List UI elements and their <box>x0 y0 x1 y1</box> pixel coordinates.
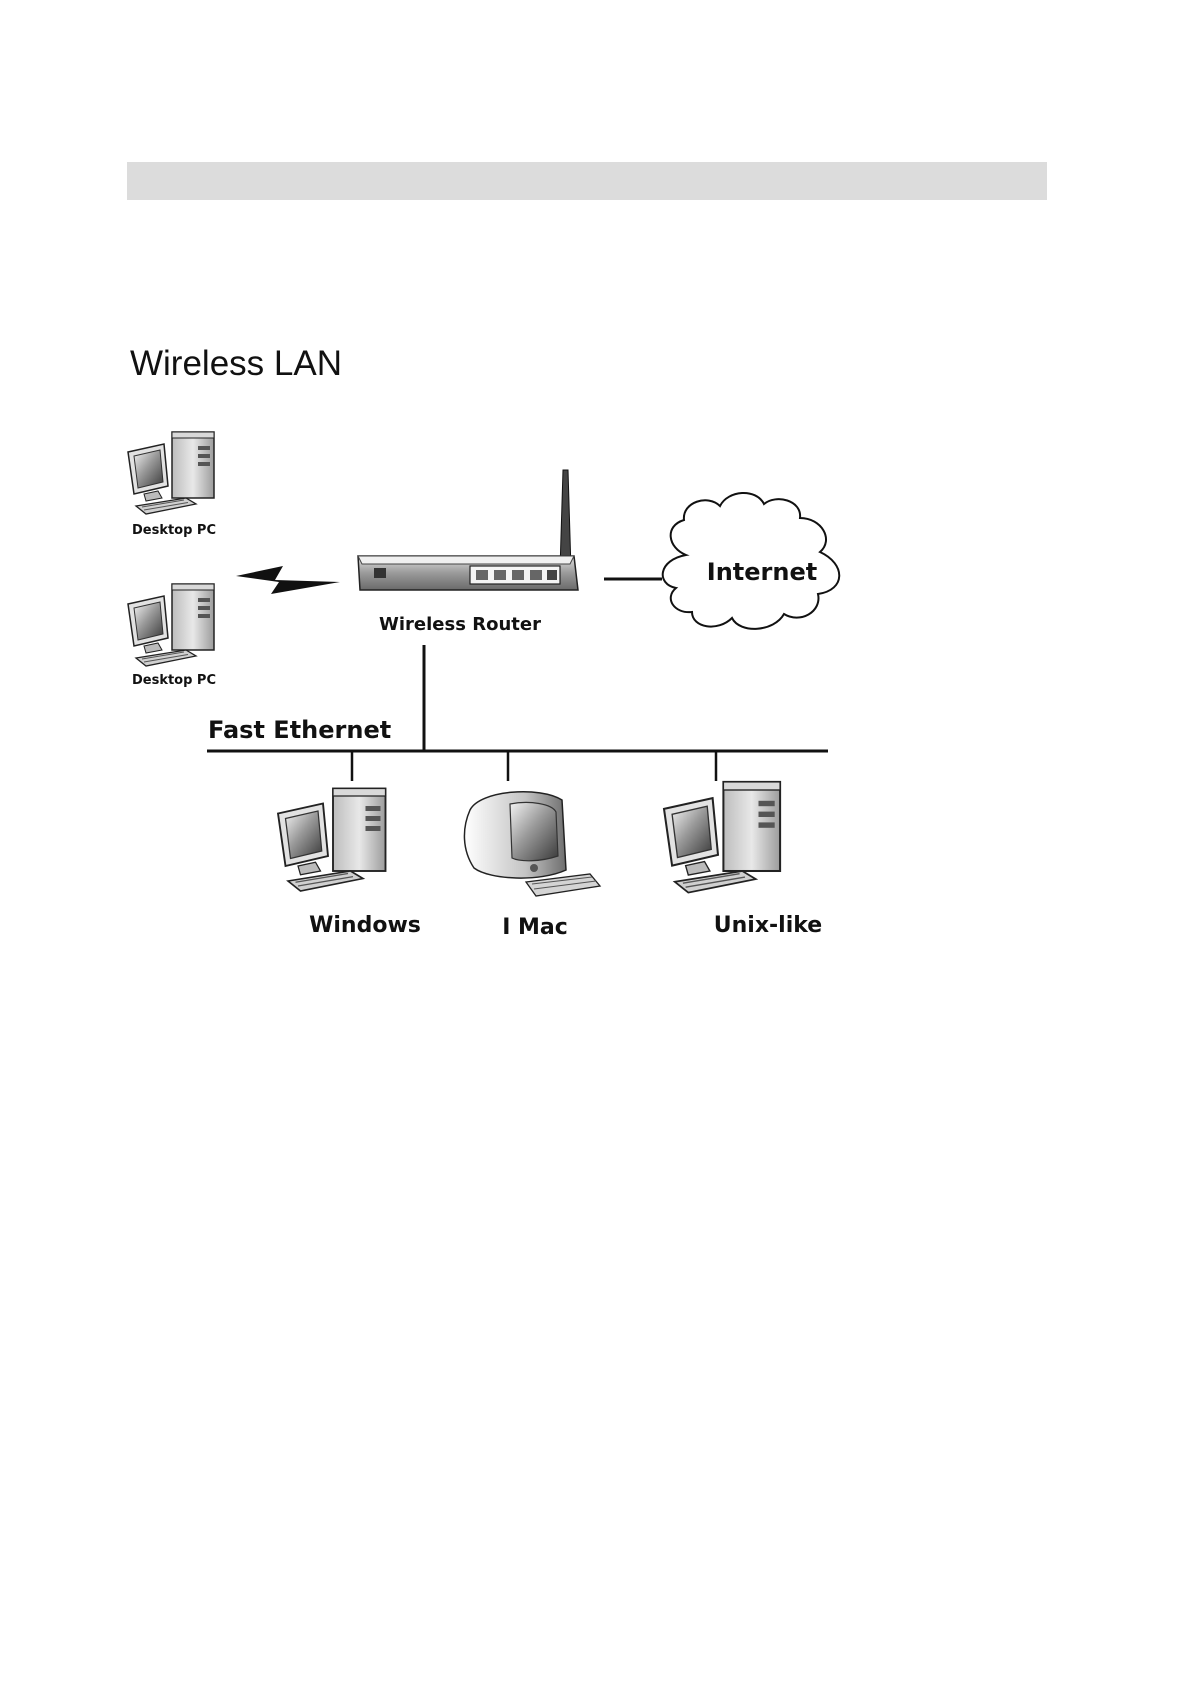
internet-label: Internet <box>707 558 817 586</box>
desktop-pc-icon <box>278 789 386 892</box>
desktop-pc-icon <box>128 432 214 514</box>
imac-computer-icon <box>464 792 600 896</box>
desktop-pc-label: Desktop PC <box>132 673 216 688</box>
unix-like-label: Unix-like <box>714 913 822 938</box>
desktop-pc-icon <box>664 782 780 893</box>
desktop-pc-label: Desktop PC <box>132 523 216 538</box>
desktop-pc-icon <box>128 584 214 666</box>
wireless-router-label: Wireless Router <box>379 614 541 635</box>
wireless-router-icon <box>358 470 578 590</box>
imac-label: I Mac <box>502 915 568 940</box>
windows-label: Windows <box>309 913 421 938</box>
lightning-bolt-icon <box>236 566 340 594</box>
fast-ethernet-label: Fast Ethernet <box>208 716 391 744</box>
